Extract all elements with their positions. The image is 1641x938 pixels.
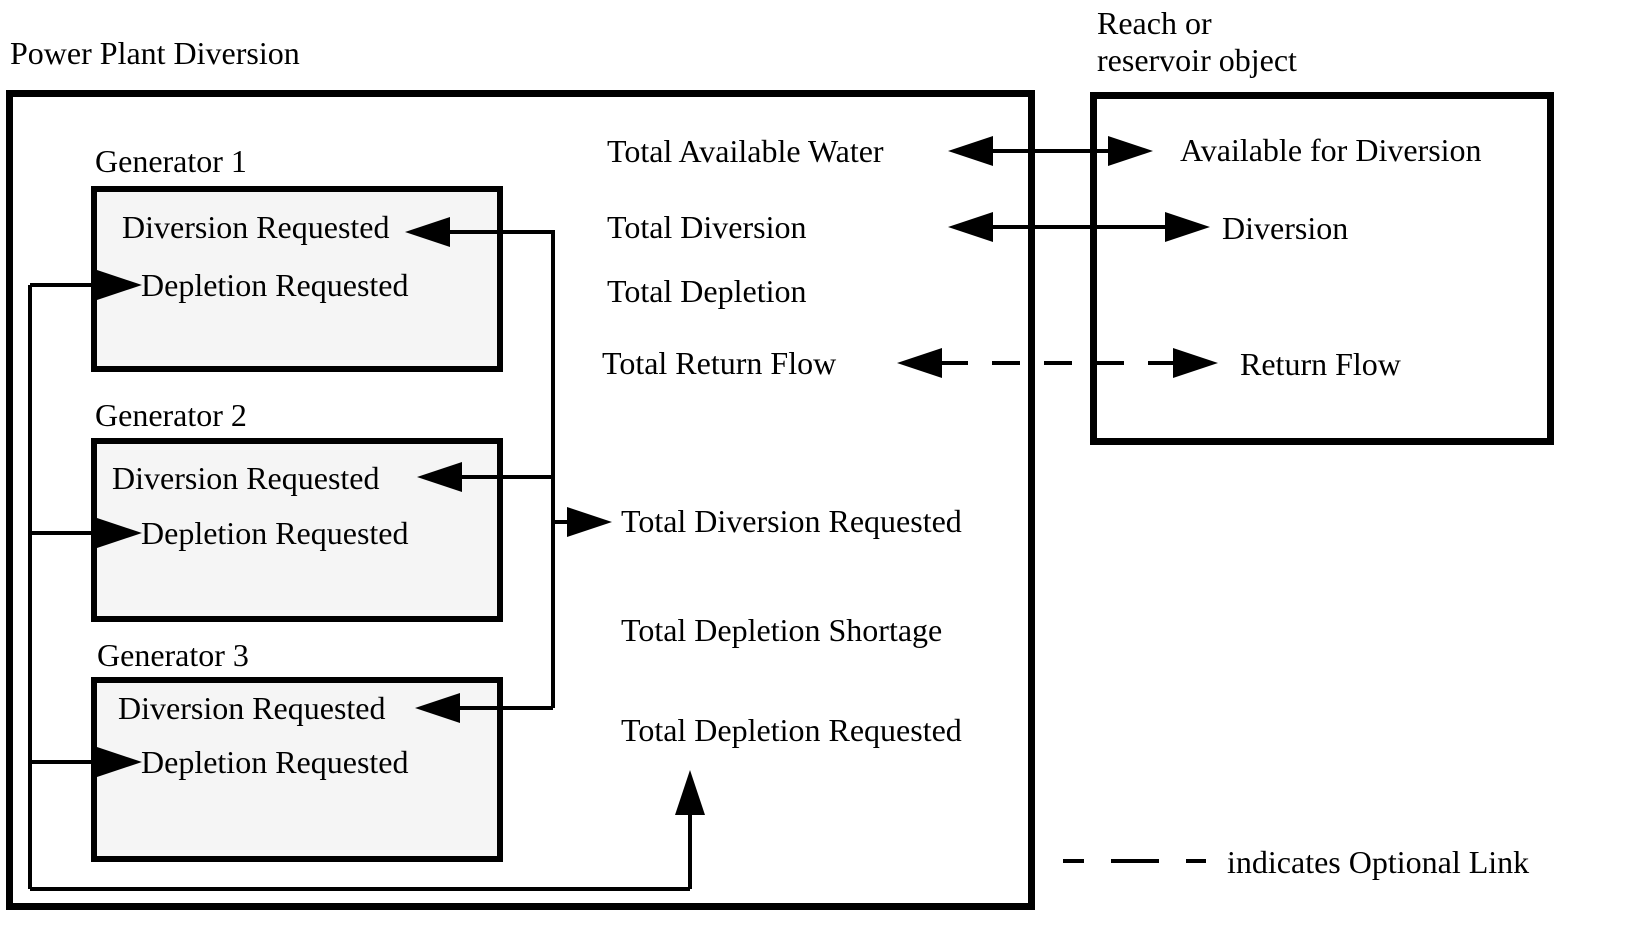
generator-1-diversion-requested: Diversion Requested	[122, 209, 390, 245]
total-return-flow-label: Total Return Flow	[602, 345, 837, 381]
total-depletion-label: Total Depletion	[607, 273, 807, 309]
generator-1-label: Generator 1	[95, 143, 247, 179]
total-depletion-requested-label: Total Depletion Requested	[621, 712, 962, 748]
generator-3-diversion-requested: Diversion Requested	[118, 690, 386, 726]
generator-2-box	[91, 438, 503, 622]
diagram-title: Power Plant Diversion	[10, 35, 300, 71]
reach-box-label-line2: reservoir object	[1097, 42, 1297, 78]
generator-2-depletion-requested: Depletion Requested	[141, 515, 409, 551]
generator-3-label: Generator 3	[97, 637, 249, 673]
generator-3-depletion-requested: Depletion Requested	[141, 744, 409, 780]
generator-2-diversion-requested: Diversion Requested	[112, 460, 380, 496]
optional-link-legend-label: indicates Optional Link	[1227, 844, 1530, 880]
reach-reservoir-box	[1090, 92, 1554, 445]
total-diversion-requested-label: Total Diversion Requested	[621, 503, 962, 539]
total-available-water-label: Total Available Water	[607, 133, 884, 169]
generator-2-label: Generator 2	[95, 397, 247, 433]
available-for-diversion-label: Available for Diversion	[1180, 132, 1482, 168]
diversion-label: Diversion	[1222, 210, 1349, 246]
total-depletion-shortage-label: Total Depletion Shortage	[621, 612, 943, 648]
return-flow-label: Return Flow	[1240, 346, 1401, 382]
total-diversion-label: Total Diversion	[607, 209, 807, 245]
reach-box-label-line1: Reach or	[1097, 5, 1212, 41]
generator-1-depletion-requested: Depletion Requested	[141, 267, 409, 303]
